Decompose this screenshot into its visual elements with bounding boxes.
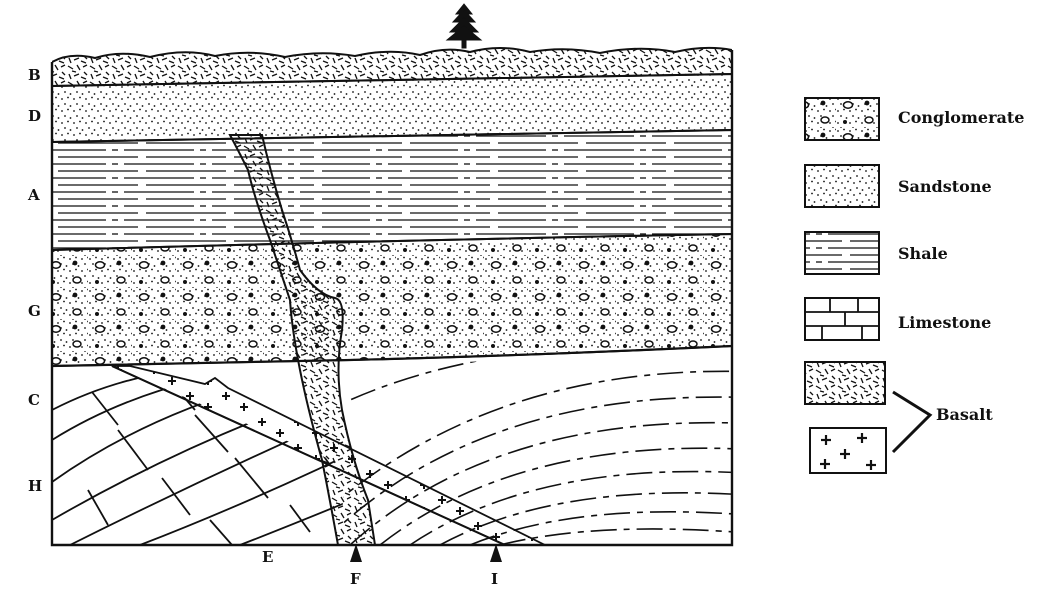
legend-item-basalt: Basalt bbox=[804, 361, 993, 474]
arrow-i-icon bbox=[490, 544, 502, 562]
label-d: D bbox=[28, 107, 41, 125]
label-c: C bbox=[28, 391, 40, 409]
label-a: A bbox=[27, 186, 40, 204]
basalt-bracket bbox=[891, 390, 933, 454]
legend-swatch-conglomerate bbox=[804, 97, 880, 141]
block-outline bbox=[50, 50, 734, 547]
legend-swatch-limestone bbox=[804, 297, 880, 341]
legend-item-conglomerate: Conglomerate bbox=[804, 97, 1024, 141]
legend-item-sandstone: Sandstone bbox=[804, 164, 992, 208]
cross-section-block bbox=[52, 46, 732, 545]
label-f: F bbox=[350, 570, 361, 588]
layer-a-shale bbox=[52, 128, 732, 252]
legend-label-sandstone: Sandstone bbox=[898, 177, 992, 196]
legend-item-limestone: Limestone bbox=[804, 297, 991, 341]
label-e: E bbox=[262, 548, 273, 566]
label-i: I bbox=[491, 570, 498, 588]
label-g: G bbox=[28, 302, 41, 320]
bottom-labels: E F I bbox=[262, 544, 502, 588]
legend-label-conglomerate: Conglomerate bbox=[898, 108, 1024, 127]
layer-g-conglomerate bbox=[52, 232, 732, 368]
label-h: H bbox=[28, 477, 42, 495]
legend-swatch-basalt-flow bbox=[804, 361, 886, 405]
legend-swatch-shale bbox=[804, 231, 880, 275]
legend-item-shale: Shale bbox=[804, 231, 948, 275]
layer-labels: B D A G C H bbox=[27, 66, 42, 495]
legend-swatch-sandstone bbox=[804, 164, 880, 208]
legend-swatch-basalt-intrusive bbox=[809, 427, 887, 474]
legend-label-limestone: Limestone bbox=[898, 313, 991, 332]
tree-icon bbox=[445, 3, 483, 49]
legend: Conglomerate Sandstone Shale Limestone bbox=[804, 97, 1024, 474]
layer-b-basalt bbox=[52, 46, 732, 88]
arrow-f-icon bbox=[350, 544, 362, 562]
label-b: B bbox=[28, 66, 41, 84]
basalt-dike bbox=[228, 134, 377, 545]
unconformity-line bbox=[52, 344, 732, 368]
legend-label-shale: Shale bbox=[898, 244, 948, 263]
legend-label-basalt: Basalt bbox=[936, 405, 993, 424]
fault-line-i bbox=[111, 365, 506, 545]
